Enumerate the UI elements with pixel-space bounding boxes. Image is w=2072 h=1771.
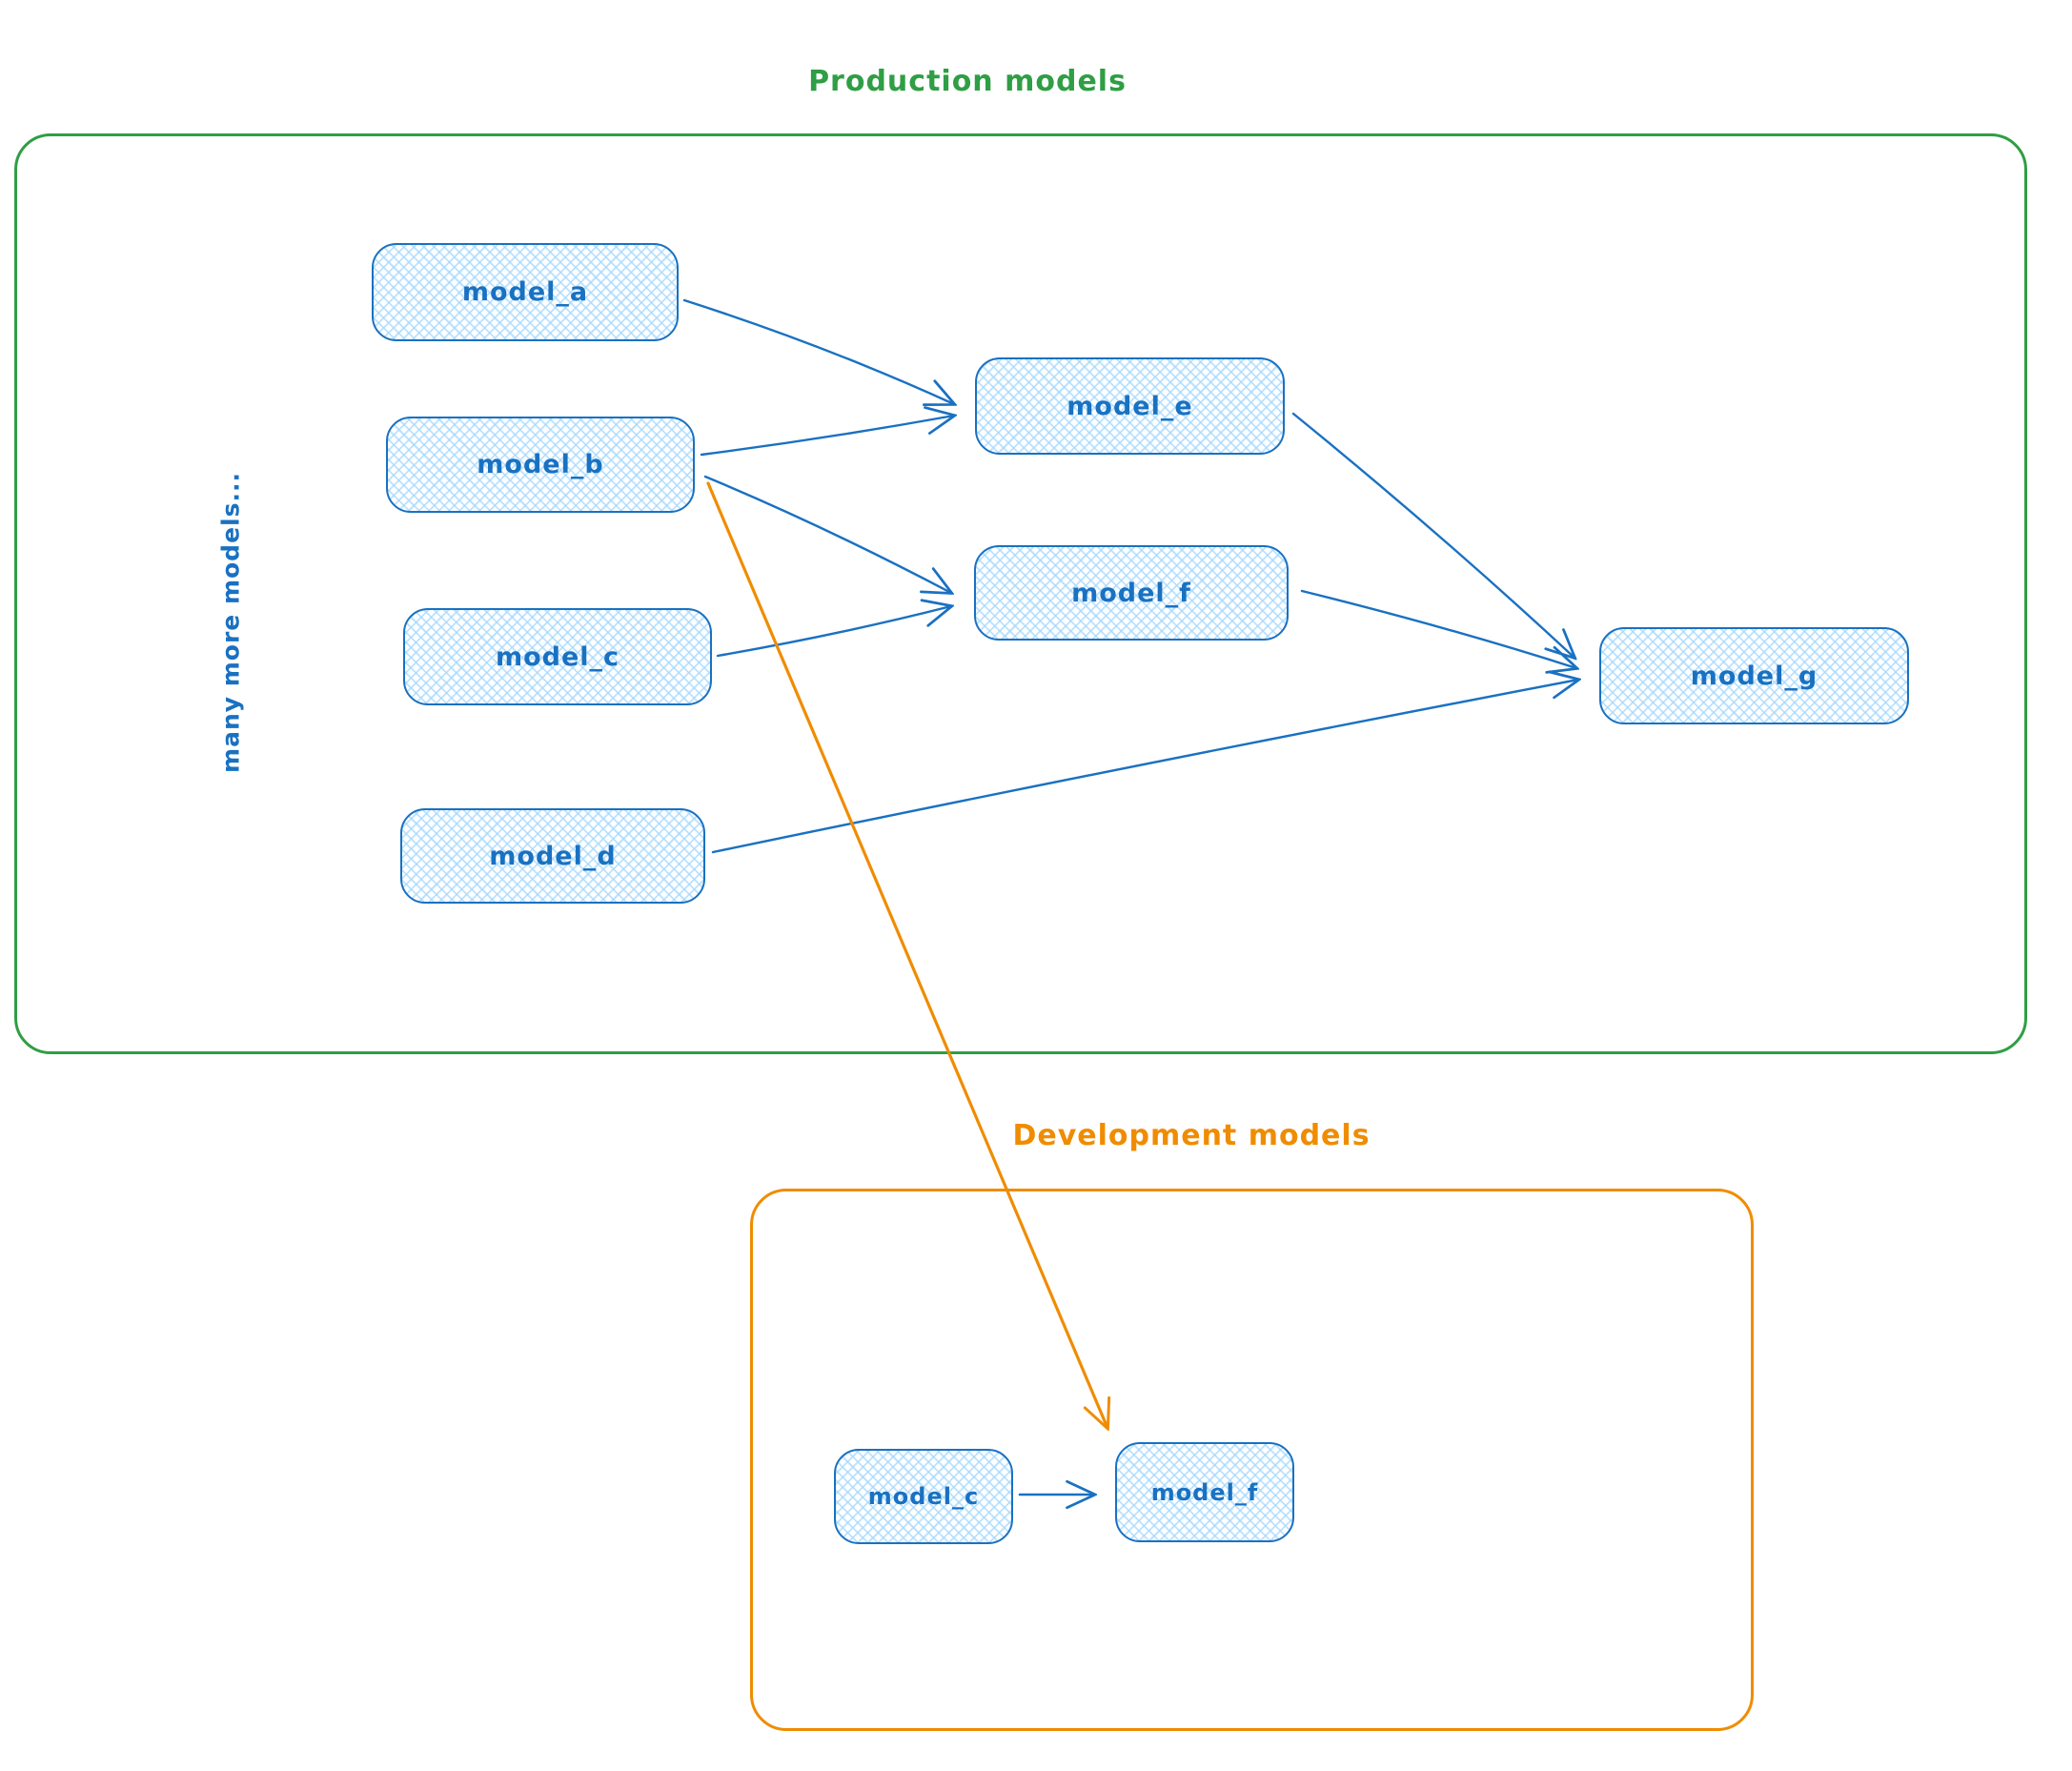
node-model-d[interactable]: model_d (400, 808, 705, 904)
node-model-a-label: model_a (461, 277, 589, 307)
node-dev-model-c-label: model_c (867, 1483, 980, 1510)
node-model-c[interactable]: model_c (403, 608, 712, 705)
node-dev-model-f[interactable]: model_f (1115, 1442, 1294, 1542)
edge-model-b-to-model-f[interactable] (703, 475, 951, 593)
many-more-models-note[interactable]: many more models... (216, 472, 245, 773)
edge-model-d-to-model-g[interactable] (711, 680, 1578, 854)
node-model-f-label: model_f (1071, 578, 1191, 608)
production-title[interactable]: Production models (808, 65, 1127, 98)
node-model-e-label: model_e (1066, 391, 1193, 421)
node-model-b[interactable]: model_b (386, 417, 695, 513)
node-dev-model-f-label: model_f (1150, 1478, 1259, 1506)
edge-model-c-to-model-f[interactable] (716, 606, 951, 658)
node-model-c-label: model_c (495, 641, 620, 672)
edge-production-model-b-to-development-model-f[interactable] (706, 481, 1107, 1428)
node-model-b-label: model_b (477, 450, 604, 479)
node-model-f[interactable]: model_f (974, 545, 1289, 641)
node-model-e[interactable]: model_e (975, 357, 1285, 455)
development-title[interactable]: Development models (1012, 1119, 1371, 1152)
edge-model-e-to-model-g[interactable] (1291, 412, 1574, 658)
production-frame[interactable] (14, 133, 2027, 1054)
node-dev-model-c[interactable]: model_c (834, 1449, 1013, 1544)
node-model-g-label: model_g (1690, 661, 1818, 691)
node-model-d-label: model_d (489, 841, 617, 871)
edge-model-f-to-model-g[interactable] (1300, 589, 1576, 668)
node-model-a[interactable]: model_a (372, 243, 679, 341)
edge-model-a-to-model-e[interactable] (682, 298, 954, 404)
node-model-g[interactable]: model_g (1599, 627, 1909, 724)
edge-model-b-to-model-e[interactable] (700, 416, 954, 457)
development-frame[interactable] (750, 1189, 1754, 1731)
